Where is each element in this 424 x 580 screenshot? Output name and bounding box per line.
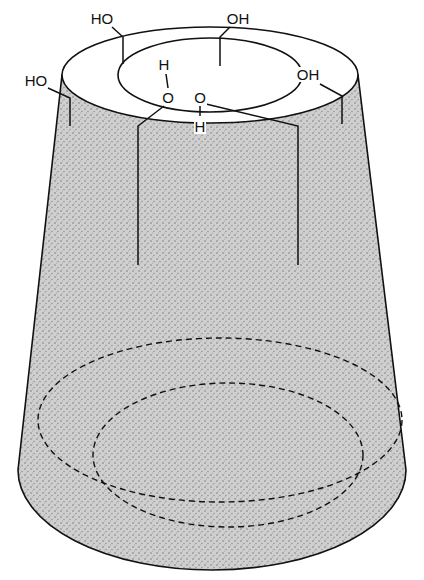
bond [48, 88, 70, 126]
bond [112, 27, 123, 64]
cavity-far-rim [38, 338, 402, 502]
bond [138, 106, 164, 265]
bond [199, 106, 201, 116]
atom-label: H [158, 57, 171, 72]
hydroxyl-label: OH [296, 67, 321, 82]
bond [320, 84, 342, 124]
bond [206, 104, 298, 265]
top-outer-rim [62, 27, 358, 123]
cone-body [18, 75, 406, 570]
hydroxyl-label: HO [24, 73, 49, 88]
atom-label: O [161, 90, 175, 105]
bonds [48, 27, 342, 265]
bond [166, 74, 168, 88]
cavity-inner-rim [93, 383, 363, 527]
bond [220, 27, 230, 66]
hydroxyl-label: OH [226, 11, 251, 26]
atom-label: O [193, 90, 207, 105]
atom-label: H [194, 119, 207, 134]
hydroxyl-label: HO [90, 11, 115, 26]
top-inner-rim [118, 38, 302, 112]
